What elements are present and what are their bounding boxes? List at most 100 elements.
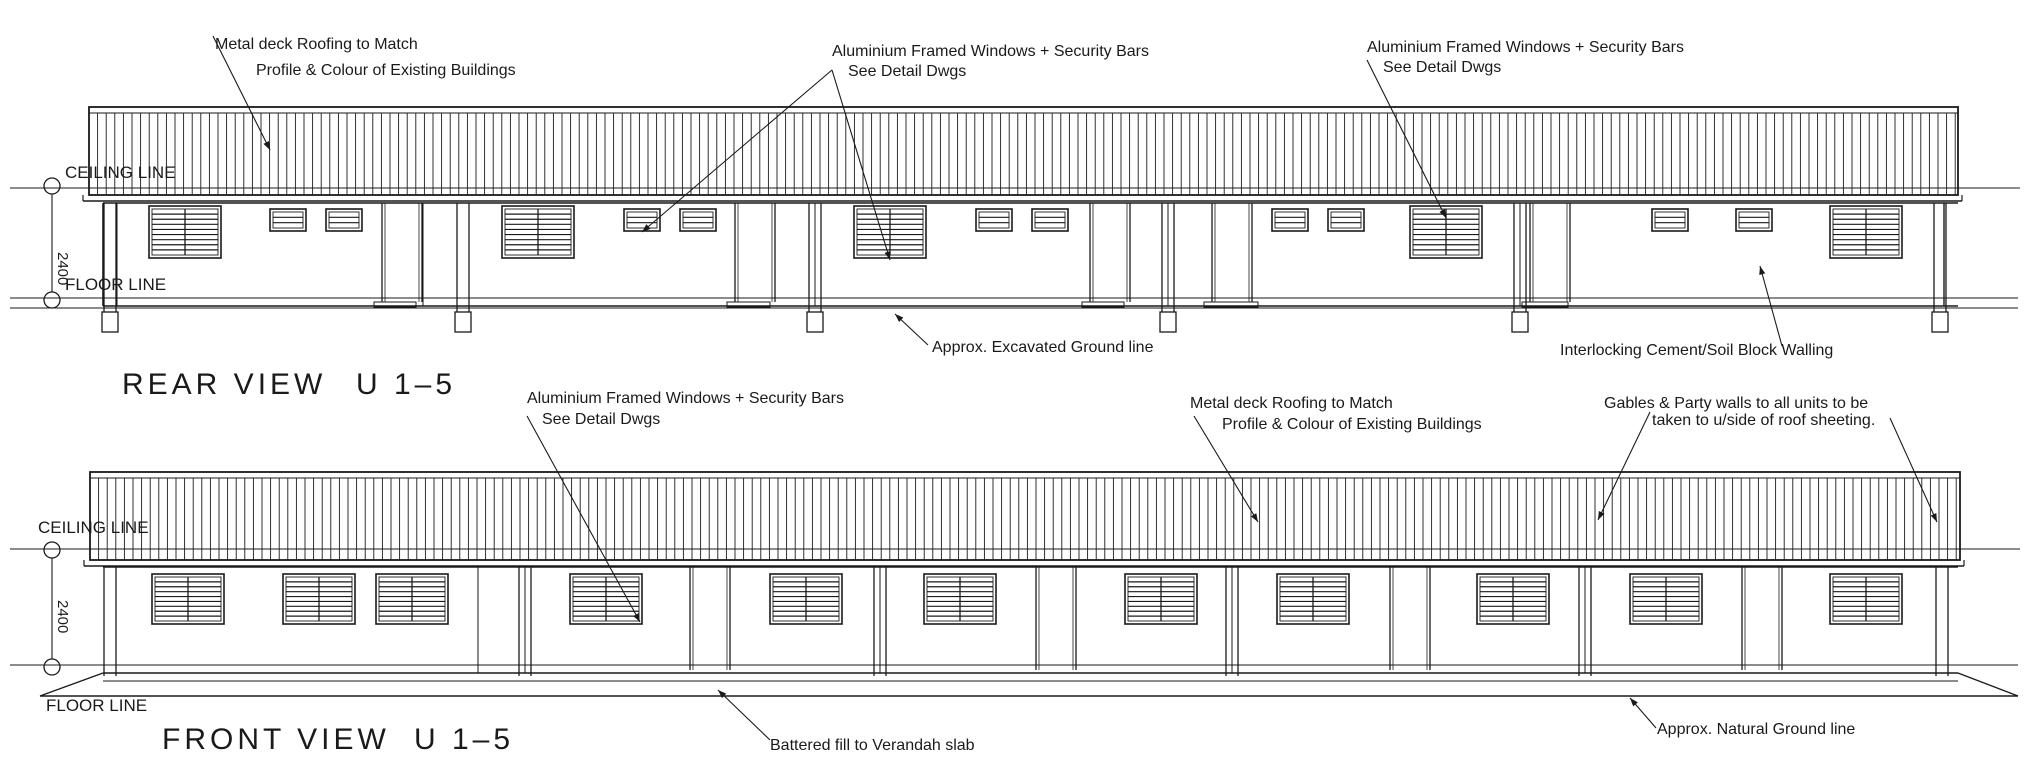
front-window	[769, 573, 843, 625]
leader-line	[212, 35, 271, 151]
rear-roofing-note-line-1: Metal deck Roofing to Match	[215, 36, 418, 53]
window-inner-frame	[626, 211, 658, 229]
column-footing	[1159, 311, 1177, 333]
rear-windows-note-a-line-1: Aluminium Framed Windows + Security Bars	[832, 43, 1149, 60]
front-door	[1389, 567, 1431, 670]
rear-window-small	[623, 208, 661, 232]
rear-door	[1211, 203, 1253, 302]
window-frame	[325, 208, 363, 232]
front-door	[689, 567, 731, 670]
front-ground-leader	[1629, 697, 1657, 729]
front-roof	[83, 471, 1965, 567]
window-frame	[1629, 573, 1703, 625]
fill-slope-right	[1957, 672, 2019, 697]
window-frame	[1829, 205, 1903, 259]
leader-arrowhead	[1630, 698, 1638, 707]
window-frame	[769, 573, 843, 625]
leader-arrowhead	[1439, 209, 1446, 218]
rear-floor-line-label: FLOOR LINE	[65, 275, 166, 294]
rear-ceiling-line-label: CEILING LINE	[65, 163, 176, 182]
window-frame	[1735, 208, 1773, 232]
rear-windows-leader-a	[641, 69, 833, 233]
rear-window-small	[325, 208, 363, 232]
leader-arrowhead	[884, 251, 891, 260]
rear-windows-note-b-line-1: Aluminium Framed Windows + Security Bars	[1367, 39, 1684, 56]
front-gables-leader-a	[1597, 411, 1651, 521]
leader-line	[641, 69, 833, 233]
rear-windows-leader-c	[1366, 59, 1447, 219]
front-column	[103, 567, 117, 676]
window-inner-frame	[1034, 211, 1066, 229]
front-ground-line-note: Approx. Natural Ground line	[1657, 721, 1855, 738]
front-windows-note-line-1: Aluminium Framed Windows + Security Bars	[527, 390, 844, 407]
window-frame	[269, 208, 307, 232]
window-frame	[1271, 208, 1309, 232]
rear-window-large	[148, 205, 222, 259]
dimension-circle-floor	[43, 658, 61, 676]
rear-dimension-2400: 2400	[54, 252, 71, 285]
column-footing	[806, 311, 824, 333]
front-view-labels: Aluminium Framed Windows + Security Bars…	[38, 390, 1875, 756]
rear-column	[1159, 203, 1177, 333]
front-window	[569, 573, 643, 625]
window-frame	[1031, 208, 1069, 232]
rear-windows-note-a-line-2: See Detail Dwgs	[848, 63, 966, 80]
rear-door-step	[1203, 301, 1259, 308]
front-window	[375, 573, 449, 625]
window-frame	[569, 573, 643, 625]
leader-arrowhead	[1930, 513, 1937, 522]
front-window	[282, 573, 356, 625]
window-inner-frame	[978, 211, 1010, 229]
rear-window-small	[269, 208, 307, 232]
dimension-circle-floor	[43, 291, 61, 309]
front-dimension-marker	[43, 541, 61, 676]
front-fill-leader	[717, 689, 771, 741]
roof-outline	[89, 471, 1961, 561]
rear-view-units: U 1–5	[356, 368, 456, 401]
front-gables-note-line-2: taken to u/side of roof sheeting.	[1652, 412, 1875, 429]
front-roofing-note-line-2: Profile & Colour of Existing Buildings	[1222, 416, 1482, 433]
window-frame	[151, 573, 225, 625]
front-roofing-leader	[1193, 415, 1259, 523]
window-inner-frame	[1738, 211, 1770, 229]
front-fill-note: Battered fill to Verandah slab	[770, 737, 975, 754]
front-column	[518, 567, 532, 676]
dimension-circle-ceiling	[43, 541, 61, 559]
front-column	[873, 567, 887, 676]
window-inner-frame	[328, 211, 360, 229]
rear-window-large	[853, 205, 927, 259]
window-frame	[623, 208, 661, 232]
window-frame	[375, 573, 449, 625]
front-window	[923, 573, 997, 625]
rear-window-small	[1651, 208, 1689, 232]
front-battered-fill	[39, 672, 2019, 697]
rear-window-large	[1829, 205, 1903, 259]
front-gables-leader-b	[1889, 417, 1938, 523]
window-inner-frame	[1330, 211, 1362, 229]
window-frame	[1651, 208, 1689, 232]
rear-door-step	[1081, 301, 1125, 308]
rear-roofing-leader	[212, 35, 271, 151]
leader-arrowhead	[1250, 513, 1258, 522]
front-column	[1578, 567, 1592, 676]
front-gables-note-line-1: Gables & Party walls to all units to be	[1604, 395, 1868, 412]
front-dimension-2400: 2400	[54, 600, 71, 633]
rear-window-small	[1031, 208, 1069, 232]
window-frame	[1124, 573, 1198, 625]
window-frame	[1409, 205, 1483, 259]
rear-column	[1931, 203, 1949, 333]
leader-arrowhead	[1598, 511, 1605, 520]
window-frame	[975, 208, 1013, 232]
window-inner-frame	[1274, 211, 1306, 229]
dimension-circle-ceiling	[43, 177, 61, 195]
front-windows-leader	[526, 415, 641, 623]
rear-door	[734, 203, 776, 302]
window-frame	[1327, 208, 1365, 232]
roof-outline	[88, 106, 1959, 196]
front-window	[1124, 573, 1198, 625]
window-frame	[148, 205, 222, 259]
window-frame	[923, 573, 997, 625]
window-frame	[501, 205, 575, 259]
column-footing	[454, 311, 472, 333]
window-frame	[679, 208, 717, 232]
